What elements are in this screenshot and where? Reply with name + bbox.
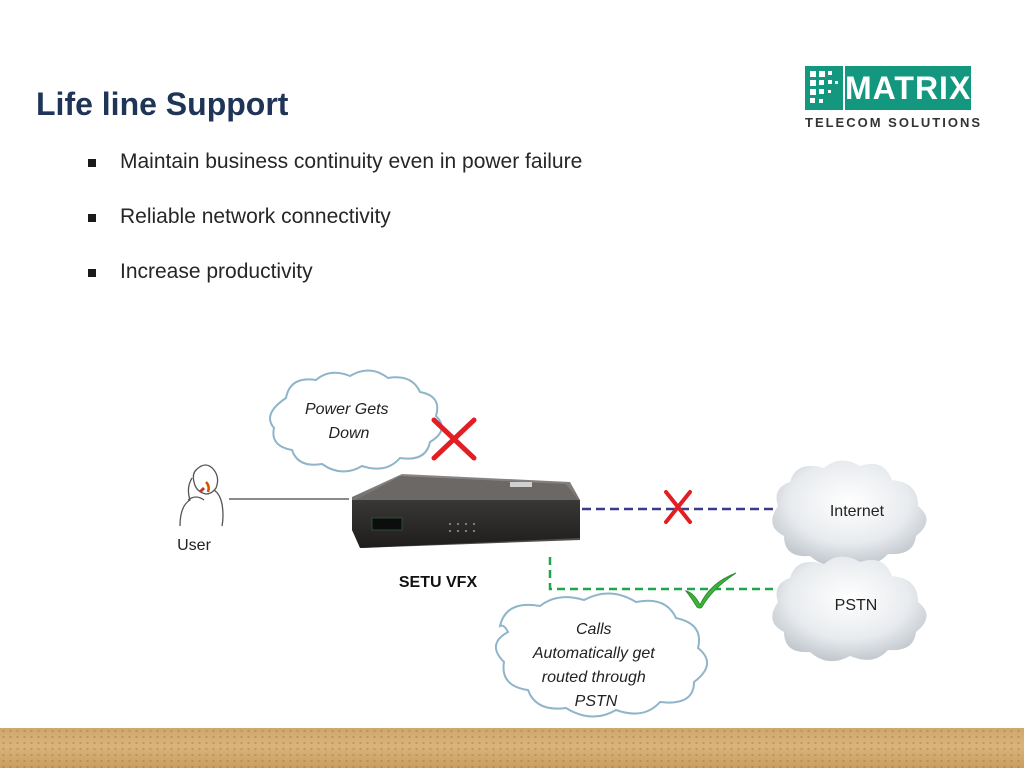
decorative-footer-band: [0, 728, 1024, 768]
bullet-square-icon: [88, 159, 96, 167]
calls-cloud: Calls Automatically get routed through P…: [495, 592, 708, 718]
check-icon: [684, 572, 737, 609]
logo-tagline: TELECOM SOLUTIONS: [805, 115, 982, 130]
slide-title: Life line Support: [36, 86, 289, 122]
internet-label: Internet: [830, 503, 885, 520]
bullet-text: Increase productivity: [120, 260, 313, 283]
bullet-square-icon: [88, 214, 96, 222]
router-icon: [352, 474, 580, 548]
calls-cloud-line: Calls: [576, 621, 612, 638]
bullet-text: Reliable network connectivity: [120, 205, 391, 228]
bullet-item: Maintain business continuity even in pow…: [88, 150, 582, 205]
company-logo: MATRIX TELECOM SOLUTIONS: [805, 66, 982, 132]
logo-dots-icon: [805, 66, 843, 110]
internet-cloud: Internet: [772, 460, 927, 566]
calls-cloud-line: Automatically get: [532, 645, 655, 662]
svg-text:Calls Automatically get: Calls Automatically get routed through P…: [532, 621, 659, 710]
svg-text:Power Gets Down: Power Gets Down: [305, 401, 393, 442]
pstn-label: PSTN: [835, 597, 878, 614]
logo-wordmark: MATRIX: [845, 66, 972, 110]
calls-cloud-line: routed through: [542, 669, 646, 686]
power-cloud: Power Gets Down: [269, 369, 443, 473]
footer-texture: [0, 728, 1024, 768]
calls-cloud-line: PSTN: [575, 693, 618, 710]
bullet-item: Increase productivity: [88, 260, 582, 315]
user-phone-icon: [179, 464, 224, 527]
pstn-link: [548, 557, 780, 591]
bullet-item: Reliable network connectivity: [88, 205, 582, 260]
user-label: User: [177, 537, 211, 554]
power-cloud-line: Down: [329, 425, 370, 442]
bullet-square-icon: [88, 269, 96, 277]
power-cloud-line: Power Gets: [305, 401, 389, 418]
device-label: SETU VFX: [399, 574, 478, 591]
logo-dot-pattern-icon: [810, 71, 838, 103]
cross-icon: [431, 417, 477, 461]
bullet-text: Maintain business continuity even in pow…: [120, 150, 583, 173]
pstn-cloud: PSTN: [772, 556, 927, 662]
bullet-list: Maintain business continuity even in pow…: [88, 150, 582, 315]
cross-icon: [664, 490, 692, 524]
